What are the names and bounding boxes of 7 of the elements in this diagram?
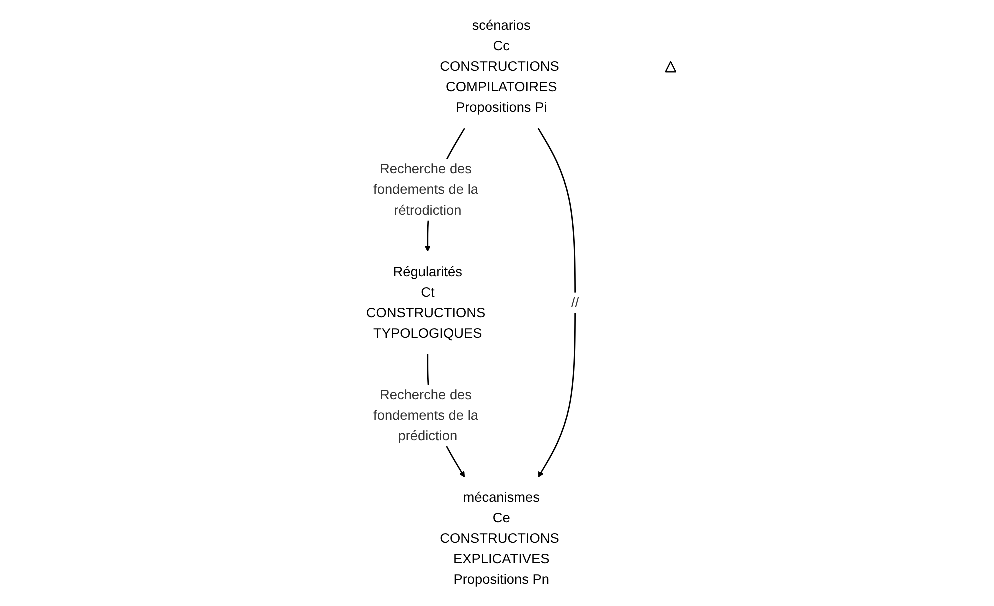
- edge-label: //: [571, 295, 579, 311]
- edge-label: Recherche des fondements de la rétrodiction: [373, 162, 478, 218]
- node-text: Régularités Ct CONSTRUCTIONS TYPOLOGIQUES: [366, 264, 486, 342]
- edge-label: Recherche des fondements de la prédiction: [373, 388, 478, 444]
- arrow: [538, 128, 576, 478]
- node-text: scénarios Cc CONSTRUCTIONS COMPILATOIRES Propositions Pi: [440, 18, 560, 116]
- node-text: mécanismes Ce CONSTRUCTIONS EXPLICATIVES Propositions Pn: [440, 490, 560, 588]
